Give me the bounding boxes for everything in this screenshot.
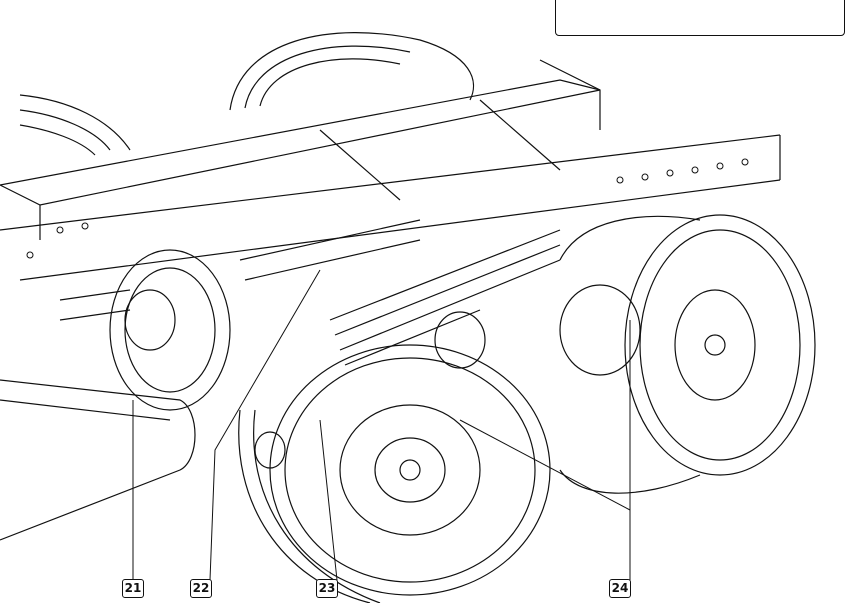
right-rear-wheel [559,214,816,494]
callout-21: 21 [122,579,144,598]
exhaust [0,379,196,541]
upper-rear-wheel [229,32,474,111]
propeller-shaft [239,219,421,281]
callout-23: 23 [316,579,338,598]
left-rear-wheel [19,94,131,156]
callout-leaders [132,269,631,581]
callout-24: 24 [609,579,631,598]
callout-22: 22 [190,579,212,598]
detail-inset-frame [555,0,845,36]
brake-chamber [254,284,641,469]
chassis-frame [0,59,781,281]
differential [59,249,231,411]
leaf-spring [329,229,561,366]
front-lower-wheel [238,344,551,603]
